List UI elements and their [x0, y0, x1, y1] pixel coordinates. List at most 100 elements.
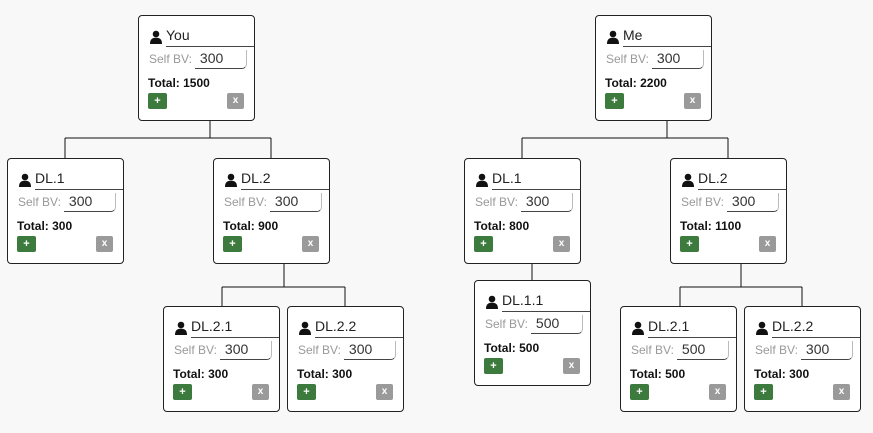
member-name-row	[174, 318, 279, 338]
total-value: Total: 500	[630, 367, 686, 381]
self-bv-row: Self BV:	[475, 191, 573, 213]
self-bv-label: Self BV:	[174, 343, 217, 357]
add-downline-button[interactable]: +	[173, 384, 192, 400]
member-node: Self BV: Total: 800 + x	[464, 158, 581, 264]
member-name-input[interactable]	[315, 318, 403, 338]
user-icon	[756, 321, 768, 335]
member-name-row	[224, 170, 329, 190]
self-bv-label: Self BV:	[224, 195, 267, 209]
self-bv-row: Self BV:	[149, 48, 247, 70]
remove-node-button[interactable]: x	[376, 384, 393, 400]
self-bv-input[interactable]	[63, 192, 116, 212]
member-name-input[interactable]	[502, 292, 590, 312]
user-icon	[225, 173, 237, 187]
self-bv-row: Self BV:	[18, 191, 116, 213]
self-bv-row: Self BV:	[681, 191, 779, 213]
add-downline-button[interactable]: +	[484, 358, 503, 374]
remove-node-button[interactable]: x	[302, 236, 319, 252]
member-name-input[interactable]	[648, 318, 736, 338]
member-name-row	[149, 27, 254, 47]
member-name-input[interactable]	[772, 318, 860, 338]
self-bv-row: Self BV:	[485, 313, 583, 335]
user-icon	[486, 295, 498, 309]
total-value: Total: 800	[474, 219, 530, 233]
member-name-input[interactable]	[698, 170, 786, 190]
total-value: Total: 1500	[148, 76, 210, 90]
remove-node-button[interactable]: x	[684, 93, 701, 109]
self-bv-label: Self BV:	[149, 52, 192, 66]
user-icon	[150, 30, 162, 44]
member-name-row	[606, 27, 711, 47]
remove-node-button[interactable]: x	[563, 358, 580, 374]
self-bv-row: Self BV:	[298, 339, 396, 361]
total-value: Total: 1100	[680, 219, 742, 233]
member-node: Self BV: Total: 300 + x	[7, 158, 124, 264]
self-bv-input[interactable]	[520, 192, 573, 212]
member-name-input[interactable]	[191, 318, 279, 338]
member-node: Self BV: Total: 900 + x	[213, 158, 330, 264]
self-bv-row: Self BV:	[631, 339, 729, 361]
total-value: Total: 300	[173, 367, 229, 381]
add-downline-button[interactable]: +	[297, 384, 316, 400]
self-bv-row: Self BV:	[174, 339, 272, 361]
member-name-row	[485, 292, 590, 312]
remove-node-button[interactable]: x	[96, 236, 113, 252]
member-node: Self BV: Total: 300 + x	[744, 306, 861, 412]
total-value: Total: 300	[297, 367, 353, 381]
self-bv-input[interactable]	[800, 340, 853, 360]
user-icon	[299, 321, 311, 335]
self-bv-input[interactable]	[269, 192, 322, 212]
member-name-input[interactable]	[492, 170, 580, 190]
self-bv-input[interactable]	[530, 314, 583, 334]
self-bv-label: Self BV:	[631, 343, 674, 357]
add-downline-button[interactable]: +	[754, 384, 773, 400]
user-icon	[476, 173, 488, 187]
user-icon	[175, 321, 187, 335]
member-node: Self BV: Total: 300 + x	[287, 306, 404, 412]
add-downline-button[interactable]: +	[223, 236, 242, 252]
member-name-row	[18, 170, 123, 190]
self-bv-label: Self BV:	[755, 343, 798, 357]
add-downline-button[interactable]: +	[474, 236, 493, 252]
member-name-input[interactable]	[35, 170, 123, 190]
self-bv-input[interactable]	[219, 340, 272, 360]
user-icon	[632, 321, 644, 335]
add-downline-button[interactable]: +	[605, 93, 624, 109]
user-icon	[19, 173, 31, 187]
member-name-input[interactable]	[241, 170, 329, 190]
self-bv-input[interactable]	[343, 340, 396, 360]
self-bv-label: Self BV:	[475, 195, 518, 209]
self-bv-row: Self BV:	[224, 191, 322, 213]
total-value: Total: 2200	[605, 76, 667, 90]
self-bv-row: Self BV:	[606, 48, 704, 70]
remove-node-button[interactable]: x	[553, 236, 570, 252]
add-downline-button[interactable]: +	[17, 236, 36, 252]
member-name-row	[298, 318, 403, 338]
remove-node-button[interactable]: x	[252, 384, 269, 400]
self-bv-input[interactable]	[194, 49, 247, 69]
self-bv-label: Self BV:	[18, 195, 61, 209]
member-node: Self BV: Total: 1100 + x	[670, 158, 787, 264]
add-downline-button[interactable]: +	[680, 236, 699, 252]
total-value: Total: 500	[484, 341, 540, 355]
remove-node-button[interactable]: x	[227, 93, 244, 109]
member-name-input[interactable]	[623, 27, 711, 47]
member-node: Self BV: Total: 2200 + x	[595, 15, 712, 121]
member-node: Self BV: Total: 300 + x	[163, 306, 280, 412]
add-downline-button[interactable]: +	[148, 93, 167, 109]
member-name-row	[631, 318, 736, 338]
total-value: Total: 300	[754, 367, 810, 381]
remove-node-button[interactable]: x	[833, 384, 850, 400]
user-icon	[682, 173, 694, 187]
remove-node-button[interactable]: x	[759, 236, 776, 252]
user-icon	[607, 30, 619, 44]
remove-node-button[interactable]: x	[709, 384, 726, 400]
member-node: Self BV: Total: 1500 + x	[138, 15, 255, 121]
add-downline-button[interactable]: +	[630, 384, 649, 400]
self-bv-input[interactable]	[726, 192, 779, 212]
self-bv-input[interactable]	[676, 340, 729, 360]
member-name-row	[681, 170, 786, 190]
self-bv-input[interactable]	[651, 49, 704, 69]
member-name-input[interactable]	[166, 27, 254, 47]
